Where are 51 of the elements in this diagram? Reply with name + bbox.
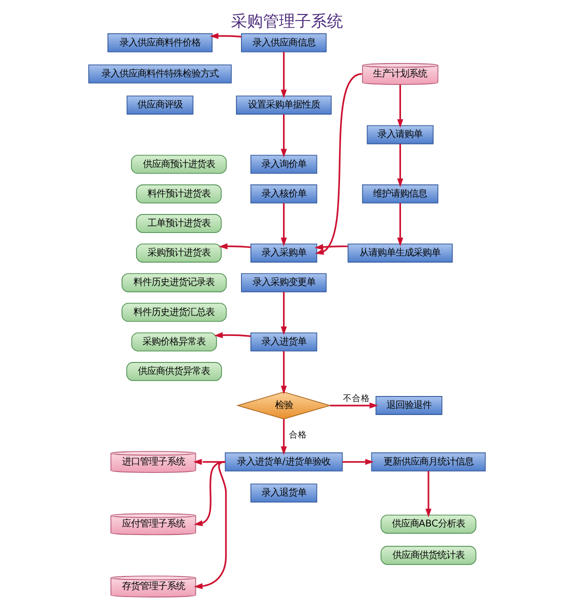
node-box: 录入退货单: [250, 484, 318, 503]
node-box: 录入供应商信息: [241, 33, 327, 52]
arrow: [218, 243, 251, 250]
node-box: 采购价格异常表: [131, 332, 217, 352]
arrow: [397, 144, 404, 188]
node-box: 从请购单生成采购单: [348, 244, 453, 263]
edge-label: 合格: [289, 430, 308, 440]
node-box: 录入供应商料件特殊检验方式: [88, 64, 232, 84]
arrow: [280, 52, 287, 98]
edge-label: 不合格: [342, 394, 370, 404]
node-box: 录入询价单: [250, 154, 318, 174]
arrow: [214, 332, 251, 338]
node-box: 供应商评级: [126, 96, 194, 115]
arrow: [315, 73, 362, 255]
arrow: [330, 402, 378, 409]
arrow: [210, 32, 242, 39]
arrow: [342, 458, 374, 465]
node-box: 维护请购信息: [362, 184, 438, 204]
node-box: 录入进货单: [250, 332, 318, 352]
arrow: [397, 203, 404, 246]
arrow: [280, 419, 287, 455]
arrow: [397, 84, 404, 128]
node-box: 工单预计进货表: [136, 214, 222, 233]
arrow: [194, 461, 225, 526]
node-box: 录入采购变更单: [241, 273, 327, 292]
arrow: [280, 114, 287, 158]
node-box: 录入进货单/进货单验收: [224, 452, 343, 472]
arrow: [194, 461, 227, 590]
node-box: 料件预计进货表: [136, 184, 222, 204]
node-box: 更新供应商月统计信息: [371, 452, 486, 472]
diagram-title: 采购管理子系统: [231, 11, 343, 30]
node-box: 采购预计进货表: [136, 244, 222, 263]
node-box: 供应商供货统计表: [380, 546, 476, 565]
node-box: 退回验退件: [376, 396, 442, 415]
node-box: 料件历史进货汇总表: [122, 302, 227, 322]
node-box: 供应商供货异常表: [126, 362, 222, 382]
node-box: 料件历史进货记录表: [122, 273, 227, 292]
node-box: 供应商ABC分析表: [380, 514, 476, 534]
arrow: [193, 458, 226, 465]
node-box: 录入请购单: [366, 125, 434, 144]
node-diamond: 检验: [236, 392, 332, 420]
node-box: 供应商预计进货表: [131, 154, 227, 174]
node-box: 录入采购单: [250, 244, 318, 263]
arrow: [280, 351, 287, 394]
arrow: [280, 203, 287, 246]
node-box: 录入供应商料件价格: [107, 33, 213, 52]
node-box: 设置采购单据性质: [236, 96, 332, 115]
node-box: 录入核价单: [250, 184, 318, 204]
arrow: [425, 471, 432, 518]
arrow: [280, 292, 287, 336]
arrow: [314, 244, 348, 250]
